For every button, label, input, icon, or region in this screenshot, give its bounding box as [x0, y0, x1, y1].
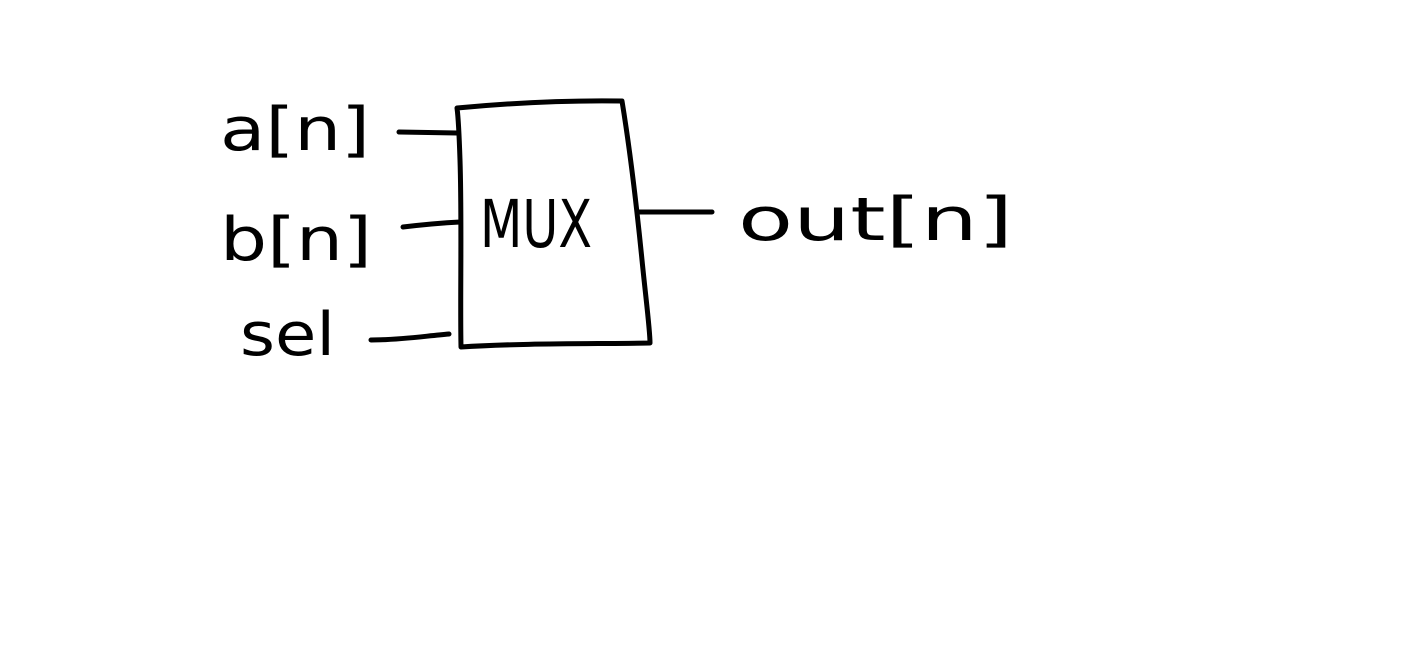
input-sel-wire	[368, 331, 452, 343]
input-sel: sel	[240, 300, 452, 370]
input-a-label: a[n]	[220, 95, 370, 165]
mux-label: MUX	[480, 186, 592, 263]
input-b-label: b[n]	[220, 205, 372, 275]
output-out: out[n]	[635, 185, 1013, 255]
input-a: a[n]	[220, 95, 460, 165]
mux-block	[454, 98, 653, 350]
input-a-wire	[396, 129, 460, 136]
input-sel-label: sel	[240, 300, 335, 370]
input-b-wire	[400, 219, 463, 230]
output-out-label: out[n]	[738, 185, 1013, 255]
input-b: b[n]	[220, 205, 463, 275]
